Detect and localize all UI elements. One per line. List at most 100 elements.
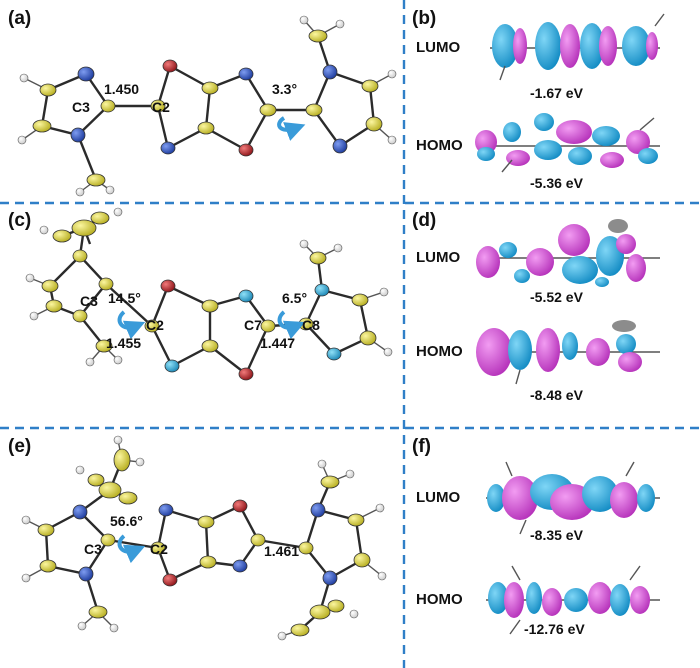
atom-carbon (353, 552, 371, 568)
bond-length-right-label: 1.447 (260, 335, 295, 351)
atom-nitrogen (322, 570, 338, 586)
lumo-orbital (490, 13, 665, 81)
panel-c-molecule: C3 C2 C7 C8 14.5° 1.455 6.5° 1.447 (25, 207, 393, 381)
atom-oxygen (162, 573, 178, 587)
atom-carbon (100, 99, 116, 113)
atom-oxygen (160, 279, 176, 293)
atom-carbon (361, 79, 379, 93)
panel-d-orbitals: LUMO -5.52 eV HOMO (416, 219, 660, 403)
torsion-arrow (277, 116, 306, 141)
lumo-energy: -5.52 eV (530, 289, 584, 305)
torsion-angle-left-label: 14.5° (108, 290, 141, 306)
atom-carbon (88, 605, 108, 619)
atom-hydrogen (85, 357, 95, 367)
atom-carbon (309, 251, 327, 265)
atom-hydrogen (21, 573, 31, 583)
homo-label: HOMO (416, 591, 463, 608)
atom-carbon (320, 475, 340, 489)
lumo-energy: -8.35 eV (530, 527, 584, 543)
atom-hydrogen (113, 435, 123, 445)
atom-label-c3: C3 (84, 541, 102, 557)
atom-carbon (327, 599, 345, 613)
atom-carbon (347, 513, 365, 527)
atom-carbon (87, 473, 105, 487)
atom-hydrogen (39, 225, 49, 235)
atom-hydrogen (105, 185, 115, 195)
bond-length-label: 1.461 (264, 543, 299, 559)
atom-carbon (150, 541, 166, 555)
atom-hydrogen (113, 207, 123, 217)
atom-carbon (72, 309, 88, 323)
atom-carbon (351, 293, 369, 307)
panel-label-a: (a) (8, 8, 31, 29)
atom-carbon (201, 81, 219, 95)
atom-oxygen (238, 367, 254, 381)
atom-nitrogen (164, 359, 180, 373)
atom-carbon (32, 119, 52, 133)
atom-hydrogen (387, 69, 397, 79)
atom-carbon (39, 83, 57, 97)
atom-hydrogen (349, 609, 359, 619)
atom-carbon (259, 103, 277, 117)
torsion-arrow-right (277, 310, 306, 340)
panel-b-orbitals: LUMO -1.67 eV HOMO (416, 13, 665, 191)
atom-nitrogen (158, 503, 174, 517)
atom-carbon (150, 99, 166, 113)
atom-nitrogen (238, 289, 254, 303)
atom-nitrogen (77, 66, 95, 82)
atom-carbon (199, 555, 217, 569)
atom-hydrogen (135, 457, 145, 467)
atom-carbon (52, 229, 72, 243)
atom-carbon (41, 279, 59, 293)
atom-label-c2: C2 (152, 99, 170, 115)
atom-carbon (309, 604, 331, 620)
atom-carbon (197, 515, 215, 529)
lumo-energy: -1.67 eV (530, 85, 584, 101)
torsion-angle-label: 56.6° (110, 513, 143, 529)
panel-f-orbitals: LUMO -8.35 eV HOMO (416, 461, 660, 637)
atom-carbon (86, 173, 106, 187)
atom-carbon (365, 116, 383, 132)
atom-hydrogen (109, 623, 119, 633)
atom-oxygen (162, 59, 178, 73)
atom-hydrogen (77, 621, 87, 631)
atom-carbon (98, 277, 114, 291)
atom-carbon (100, 533, 116, 547)
lumo-orbital (476, 219, 660, 287)
atom-carbon (197, 121, 215, 135)
atom-hydrogen (299, 239, 309, 249)
homo-label: HOMO (416, 137, 463, 154)
atom-carbon (90, 211, 110, 225)
torsion-arrow-left (117, 310, 146, 340)
atom-carbon (359, 330, 377, 346)
homo-energy: -5.36 eV (530, 175, 584, 191)
atom-label-c3: C3 (72, 99, 90, 115)
atom-label-c7: C7 (244, 317, 262, 333)
atom-nitrogen (326, 347, 342, 361)
atom-carbon (260, 319, 276, 333)
lumo-label: LUMO (416, 249, 460, 266)
atom-carbon (98, 481, 122, 499)
atom-hydrogen (19, 73, 29, 83)
atom-hydrogen (29, 311, 39, 321)
panel-label-d: (d) (412, 210, 436, 231)
atom-nitrogen (72, 504, 88, 520)
atom-label-c2: C2 (150, 541, 168, 557)
lumo-orbital (486, 461, 660, 535)
atom-hydrogen (377, 571, 387, 581)
atom-hydrogen (21, 515, 31, 525)
atom-hydrogen (387, 135, 397, 145)
atom-nitrogen (232, 559, 248, 573)
atom-hydrogen (25, 273, 35, 283)
bond-length-label: 1.450 (104, 81, 139, 97)
atom-carbon (201, 299, 219, 313)
homo-orbital (476, 320, 660, 385)
atom-hydrogen (75, 465, 85, 475)
atom-nitrogen (314, 283, 330, 297)
atom-carbon (298, 541, 314, 555)
atom-hydrogen (345, 469, 355, 479)
atom-carbon (290, 623, 310, 637)
atom-carbon (71, 219, 97, 237)
atom-nitrogen (160, 141, 176, 155)
